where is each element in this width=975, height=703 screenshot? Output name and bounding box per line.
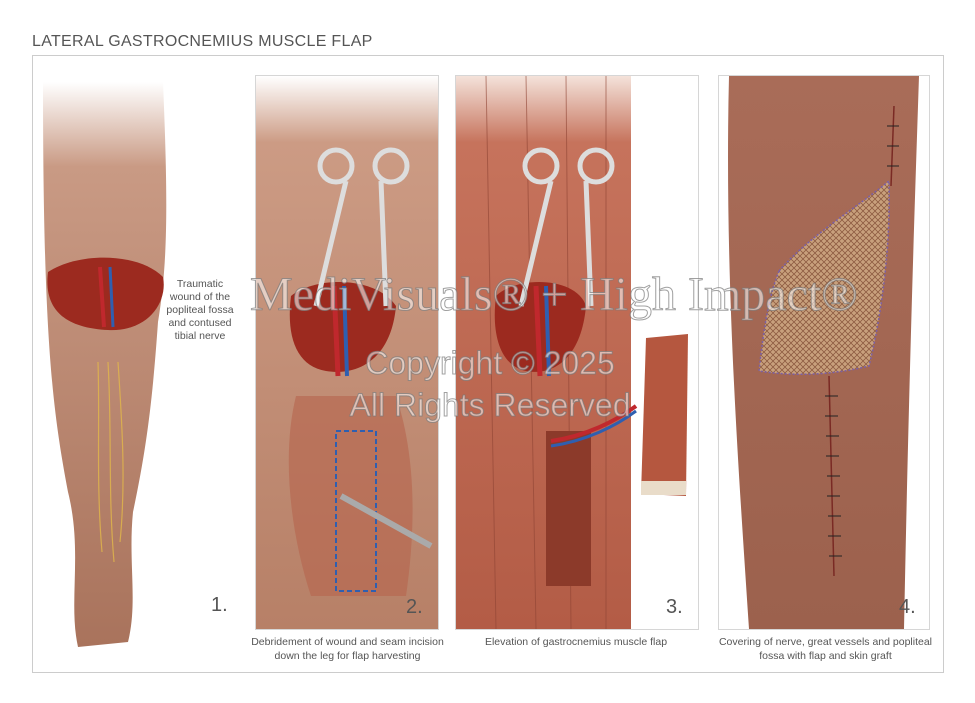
caption-panel-2: Debridement of wound and seam incision d… [251,636,444,662]
caption-panel-4: Covering of nerve, great vessels and pop… [718,636,933,662]
leg-illustration-skin-graft [728,76,919,629]
caption-panel-3: Elevation of gastrocnemius muscle flap [484,636,668,648]
leg-illustration-debridement [256,76,438,629]
watermark-copyright: Copyright © 2025 [365,345,616,382]
panel-number: 2. [406,596,423,618]
watermark-brand: MediVisuals® + High Impact® [250,268,859,322]
panel-2: 2. [255,75,439,630]
panel-number: 3. [666,596,683,618]
panel-number: 1. [211,594,228,616]
page-title: LATERAL GASTROCNEMIUS MUSCLE FLAP [32,33,373,50]
illustration-frame [32,55,944,673]
watermark-rights: All Rights Reserved [349,387,631,424]
panel-3: 3. [455,75,699,630]
panel-4: 4. [718,75,930,630]
leg-illustration-wound [43,82,167,647]
leg-illustration-muscle-flap [456,76,688,629]
panel-1: 1. [38,62,238,662]
wound-annotation: Traumatic wound of the popliteal fossa a… [166,278,234,342]
panel-number: 4. [899,596,916,618]
